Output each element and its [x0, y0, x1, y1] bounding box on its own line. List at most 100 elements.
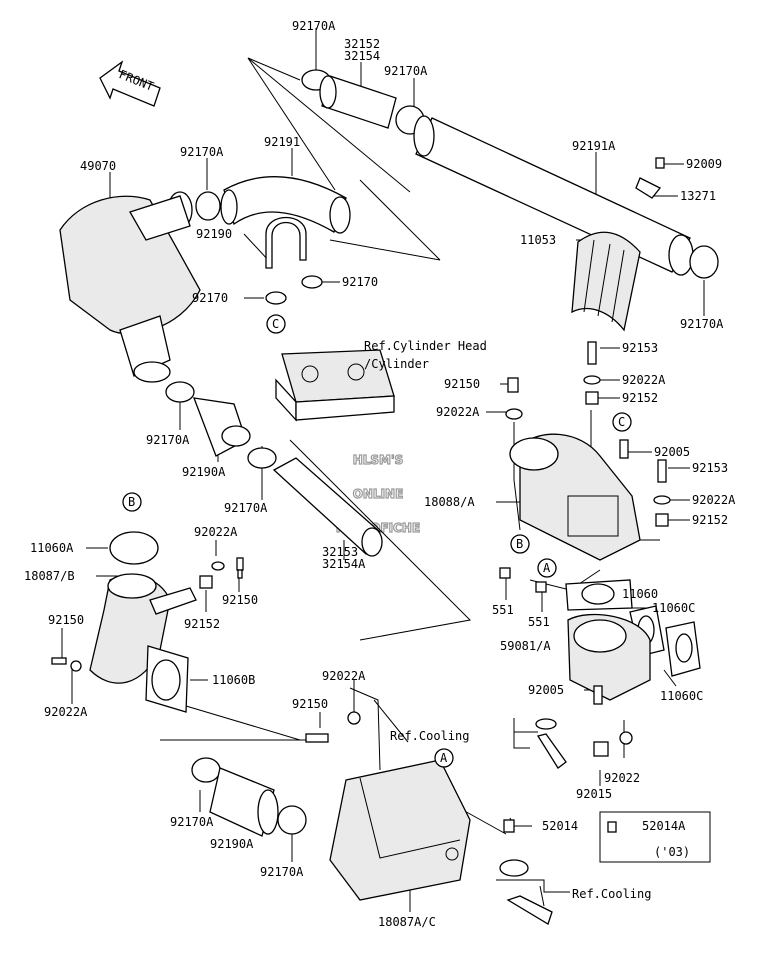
fitting-52014A	[607, 821, 617, 833]
washer-92022A-right-top	[583, 375, 601, 385]
part-label: 92170A	[260, 865, 304, 879]
part-label: 11060B	[212, 673, 255, 687]
washer-92022-lower	[619, 731, 633, 745]
part-label: 49070	[80, 159, 116, 173]
part-label: 92005	[654, 445, 690, 459]
collar-92152-right-lower	[655, 513, 669, 527]
clamp-92170A-mid	[247, 447, 277, 469]
clamp-92170A-muffler	[195, 191, 221, 221]
part-label: 92150	[48, 613, 84, 627]
marker-A-1	[537, 558, 557, 578]
part-label: 11060	[622, 587, 658, 601]
collar-92152-left	[199, 575, 213, 589]
watermark-line-1: HLSM'S	[353, 453, 404, 467]
manifold-18088A	[509, 433, 641, 561]
front-arrow-icon: FRONT	[99, 60, 161, 107]
marker-B-2-label: B	[516, 537, 523, 551]
part-label: 92152	[184, 617, 220, 631]
guard-11053	[571, 231, 641, 332]
marker-C-1	[612, 412, 632, 432]
ref-cylinder-head: Ref.Cylinder Head	[364, 339, 487, 353]
part-label: 11060A	[30, 541, 74, 555]
part-label: 92170A	[680, 317, 724, 331]
part-label: 92191A	[572, 139, 616, 153]
marker-A-1-label: A	[543, 561, 551, 575]
part-label: 92170	[342, 275, 378, 289]
bolt-92009	[655, 157, 665, 169]
cooling-hose-2	[499, 859, 553, 925]
part-number-labels: 92170A 32152 32154 92170A 92170A 92191 9…	[24, 19, 736, 929]
part-label: 551	[492, 603, 514, 617]
part-label: 92022A	[622, 373, 666, 387]
collar-92152-right-top	[585, 391, 599, 405]
fitting-92005-upper	[619, 439, 629, 459]
plug-92015	[593, 741, 609, 757]
clamp-92170-a	[265, 291, 287, 305]
part-label: 92009	[686, 157, 722, 171]
part-label: 13271	[680, 189, 716, 203]
washer-92022A-left	[211, 561, 225, 571]
part-label: 11060C	[660, 689, 703, 703]
gasket-11060A	[109, 531, 159, 565]
part-label: 92022A	[436, 405, 480, 419]
clamp-92170A-outlet	[165, 381, 195, 403]
fitting-92005-lower	[593, 685, 603, 705]
part-label: 52014A	[642, 819, 686, 833]
exhaust-pipe-59081A	[567, 613, 651, 701]
part-label: 92022A	[322, 669, 366, 683]
gasket-11060	[565, 579, 633, 611]
fitting-52014	[503, 819, 515, 833]
part-label: 11060C	[652, 601, 695, 615]
part-label: 32153	[322, 545, 358, 559]
marker-C-2-label: C	[272, 317, 279, 331]
marker-B-2	[510, 534, 530, 554]
watermark-line-2: ONLINE	[353, 487, 404, 501]
part-label: 92190A	[182, 465, 226, 479]
part-label: 32152	[344, 37, 380, 51]
hose-92190	[265, 216, 307, 269]
bent-tube-92191	[220, 175, 351, 234]
gasket-11060B	[145, 645, 189, 713]
part-label: 92150	[222, 593, 258, 607]
pin-551-a	[499, 567, 511, 579]
washer-92022A-far-left	[70, 660, 82, 672]
hose-92190A-lower	[209, 767, 279, 837]
marker-A-2	[434, 748, 454, 768]
clamp-92170A-lower-left	[191, 757, 221, 783]
part-label: 551	[528, 615, 550, 629]
part-label: 18087A/C	[378, 915, 436, 929]
part-label: 92170A	[146, 433, 190, 447]
hose-92190A-upper	[192, 397, 251, 457]
part-label: 92191	[264, 135, 300, 149]
marker-B-1	[122, 492, 142, 512]
water-box-18087AC	[329, 759, 471, 901]
part-label: 92152	[692, 513, 728, 527]
ref-cooling-1: Ref.Cooling	[390, 729, 469, 743]
bolt-92150-far-left	[51, 657, 67, 665]
bracket-13271	[635, 177, 662, 199]
part-label: ('03)	[654, 845, 690, 859]
marker-C-1-label: C	[618, 415, 625, 429]
washer-92022A-mid	[505, 408, 523, 420]
washer-92022A-lower-mid	[347, 711, 361, 725]
marker-A-2-label: A	[440, 751, 448, 765]
hose-sleeve-32152	[319, 75, 397, 129]
part-label: 92170A	[170, 815, 214, 829]
washer-92022A-right-lower	[653, 495, 671, 505]
cooling-hose-1	[535, 718, 567, 769]
gasket-11060C-lower	[665, 621, 701, 677]
clamp-92170A-lower-right	[277, 805, 307, 835]
part-label: 92190	[196, 227, 232, 241]
part-label: 92170A	[224, 501, 268, 515]
part-label: 92190A	[210, 837, 254, 851]
part-label: 92152	[622, 391, 658, 405]
cylinder-head-ref	[275, 349, 395, 422]
part-label: 11053	[520, 233, 556, 247]
variant-box-52014A	[599, 811, 711, 863]
part-label: 59081/A	[500, 639, 551, 653]
marker-C-2	[266, 314, 286, 334]
part-label: 18088/A	[424, 495, 475, 509]
bolt-92150-lower-mid	[305, 733, 329, 743]
